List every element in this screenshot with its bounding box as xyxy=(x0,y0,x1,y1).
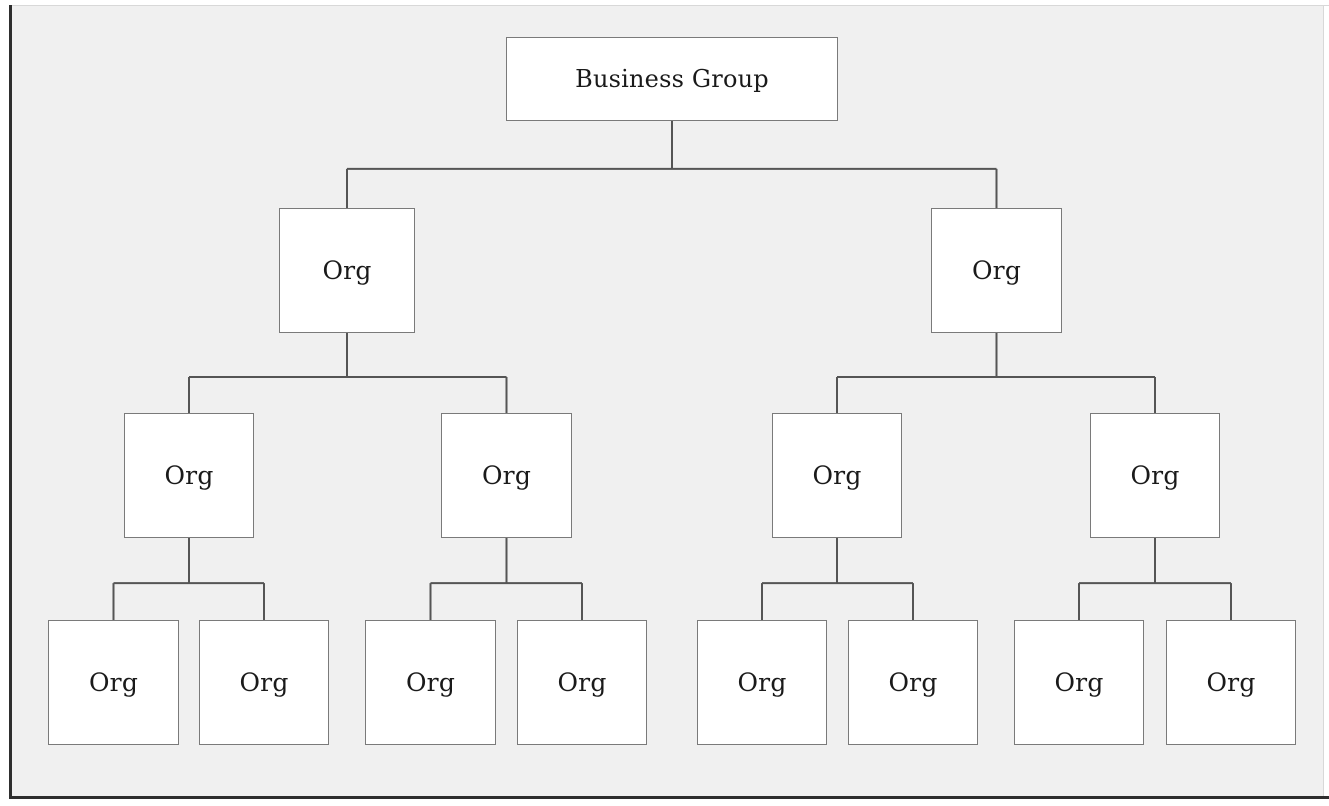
node-org-level3-3: Org xyxy=(365,620,496,745)
node-org-level2-1: Org xyxy=(124,413,254,538)
node-org-level3-6: Org xyxy=(848,620,978,745)
node-org-level2-3: Org xyxy=(772,413,902,538)
node-org-level3-4: Org xyxy=(517,620,647,745)
node-org-level3-7: Org xyxy=(1014,620,1144,745)
frame-right-edge xyxy=(1323,5,1324,797)
frame-bottom-edge xyxy=(9,796,1329,799)
node-org-level2-4: Org xyxy=(1090,413,1220,538)
node-org-level1-left: Org xyxy=(279,208,415,333)
node-org-level3-1: Org xyxy=(48,620,179,745)
node-org-level3-5: Org xyxy=(697,620,827,745)
node-org-level3-2: Org xyxy=(199,620,329,745)
node-business-group: Business Group xyxy=(506,37,838,121)
frame-left-edge xyxy=(9,5,12,799)
node-org-level1-right: Org xyxy=(931,208,1062,333)
frame-top-edge xyxy=(12,5,1329,6)
node-org-level3-8: Org xyxy=(1166,620,1296,745)
node-org-level2-2: Org xyxy=(441,413,572,538)
